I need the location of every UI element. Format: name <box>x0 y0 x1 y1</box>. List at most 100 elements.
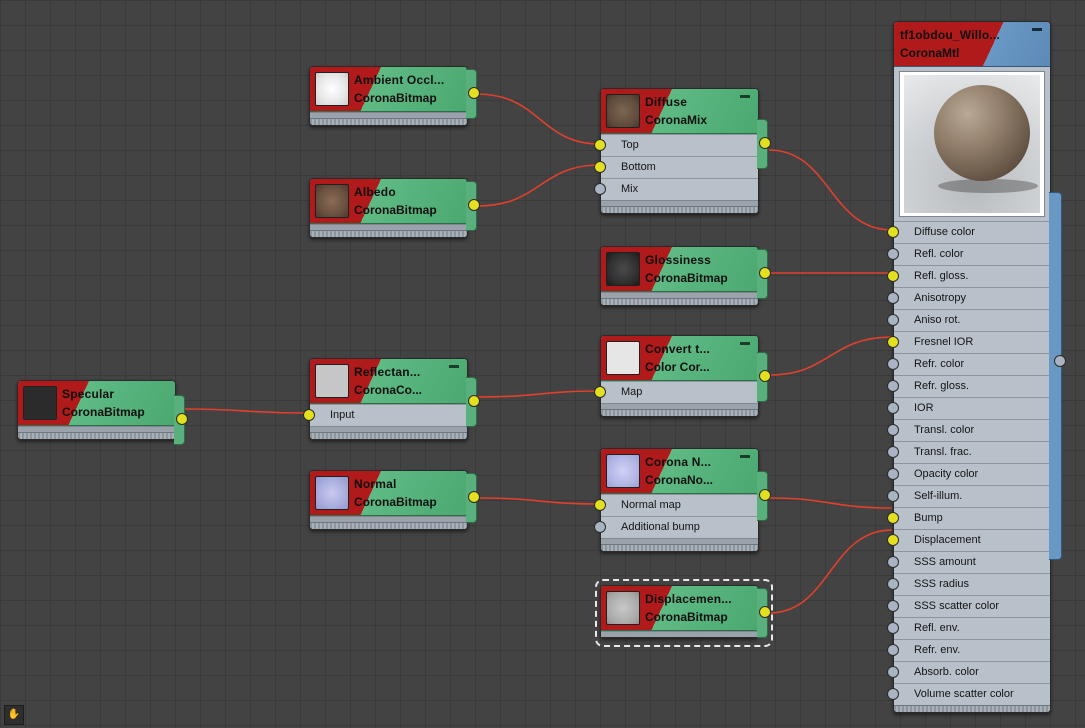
input-port[interactable] <box>887 380 899 392</box>
collapse-icon[interactable] <box>449 365 459 368</box>
input-port[interactable] <box>887 226 899 238</box>
node-specular[interactable]: Specular CoronaBitmap <box>17 380 188 445</box>
slot-input[interactable]: Input <box>303 404 467 426</box>
input-port[interactable] <box>887 512 899 524</box>
slot-sss-radius[interactable]: SSS radius <box>887 573 1050 595</box>
input-port[interactable] <box>887 270 899 282</box>
slot-refr-gloss[interactable]: Refr. gloss. <box>887 375 1050 397</box>
input-port[interactable] <box>887 622 899 634</box>
input-port[interactable] <box>887 688 899 700</box>
input-port[interactable] <box>594 499 606 511</box>
slot-ior[interactable]: IOR <box>887 397 1050 419</box>
wire-normal-to-normalmap <box>476 497 601 505</box>
output-port[interactable] <box>759 267 771 279</box>
collapse-icon[interactable] <box>740 95 750 98</box>
input-port[interactable] <box>887 556 899 568</box>
wire-reflectance-to-map <box>476 390 601 398</box>
slot-sss-amount[interactable]: SSS amount <box>887 551 1050 573</box>
slot-opacity-color[interactable]: Opacity color <box>887 463 1050 485</box>
slot-mix[interactable]: Mix <box>594 178 758 200</box>
output-port[interactable] <box>468 395 480 407</box>
node-title: Displacemen... <box>645 592 732 606</box>
node-diffuse-mix[interactable]: Diffuse CoronaMix Top Bottom Mix <box>594 88 771 214</box>
output-port[interactable] <box>176 413 188 425</box>
input-port[interactable] <box>594 161 606 173</box>
input-port[interactable] <box>887 468 899 480</box>
output-port[interactable] <box>759 137 771 149</box>
node-type: CoronaBitmap <box>62 405 145 419</box>
node-corona-normal[interactable]: Corona N... CoronaNo... Normal map Addit… <box>594 448 771 552</box>
slot-additional-bump[interactable]: Additional bump <box>594 516 758 538</box>
input-port[interactable] <box>303 409 315 421</box>
input-port[interactable] <box>594 139 606 151</box>
input-port[interactable] <box>887 292 899 304</box>
input-port[interactable] <box>594 183 606 195</box>
collapse-icon[interactable] <box>1032 28 1042 31</box>
slot-refr-color[interactable]: Refr. color <box>887 353 1050 375</box>
node-type: CoronaBitmap <box>354 495 437 509</box>
input-port[interactable] <box>887 446 899 458</box>
slot-anisotropy[interactable]: Anisotropy <box>887 287 1050 309</box>
node-title: Normal <box>354 477 397 491</box>
slot-displacement[interactable]: Displacement <box>887 529 1050 551</box>
hand-icon[interactable]: ✋ <box>4 705 24 725</box>
slot-refl-env[interactable]: Refl. env. <box>887 617 1050 639</box>
thumbnail <box>23 386 57 420</box>
node-displacement[interactable]: Displacemen... CoronaBitmap <box>600 585 771 638</box>
node-corona-material[interactable]: tf1obdou_Willo... CoronaMtl Diffuse colo… <box>887 21 1066 713</box>
node-glossiness[interactable]: Glossiness CoronaBitmap <box>600 246 771 306</box>
node-reflectance[interactable]: Reflectan... CoronaCo... Input <box>303 358 480 440</box>
input-port[interactable] <box>887 402 899 414</box>
input-port[interactable] <box>887 490 899 502</box>
slot-transl-frac[interactable]: Transl. frac. <box>887 441 1050 463</box>
slot-fresnel-ior[interactable]: Fresnel IOR <box>887 331 1050 353</box>
output-port[interactable] <box>759 489 771 501</box>
output-port[interactable] <box>759 370 771 382</box>
slot-absorb-color[interactable]: Absorb. color <box>887 661 1050 683</box>
input-port[interactable] <box>887 600 899 612</box>
output-port[interactable] <box>468 491 480 503</box>
input-port[interactable] <box>887 424 899 436</box>
slot-bump[interactable]: Bump <box>887 507 1050 529</box>
node-color-correct[interactable]: Convert t... Color Cor... Map <box>594 335 771 417</box>
input-port[interactable] <box>594 521 606 533</box>
thumbnail <box>315 476 349 510</box>
node-type: CoronaBitmap <box>354 91 437 105</box>
output-port[interactable] <box>468 199 480 211</box>
node-normal[interactable]: Normal CoronaBitmap <box>309 470 480 530</box>
input-port[interactable] <box>887 358 899 370</box>
slot-bottom[interactable]: Bottom <box>594 156 758 178</box>
input-port[interactable] <box>887 666 899 678</box>
slot-refr-env[interactable]: Refr. env. <box>887 639 1050 661</box>
node-title: Albedo <box>354 185 396 199</box>
input-port[interactable] <box>887 248 899 260</box>
material-slots: Diffuse color Refl. color Refl. gloss. A… <box>887 221 1050 705</box>
input-port[interactable] <box>594 386 606 398</box>
slot-self-illum[interactable]: Self-illum. <box>887 485 1050 507</box>
slot-volume-scatter-color[interactable]: Volume scatter color <box>887 683 1050 705</box>
slot-transl-color[interactable]: Transl. color <box>887 419 1050 441</box>
thumbnail <box>315 364 349 398</box>
collapse-icon[interactable] <box>740 455 750 458</box>
slot-map[interactable]: Map <box>594 381 758 403</box>
input-port[interactable] <box>887 336 899 348</box>
node-title: tf1obdou_Willo... <box>900 28 1000 42</box>
slot-refl-gloss[interactable]: Refl. gloss. <box>887 265 1050 287</box>
input-port[interactable] <box>887 534 899 546</box>
node-albedo[interactable]: Albedo CoronaBitmap <box>309 178 480 238</box>
slot-diffuse-color[interactable]: Diffuse color <box>887 221 1050 243</box>
slot-refl-color[interactable]: Refl. color <box>887 243 1050 265</box>
input-port[interactable] <box>887 644 899 656</box>
node-ambient-occlusion[interactable]: Ambient Occl... CoronaBitmap <box>309 66 480 126</box>
slot-normal-map[interactable]: Normal map <box>594 494 758 516</box>
input-port[interactable] <box>887 578 899 590</box>
output-port[interactable] <box>759 606 771 618</box>
collapse-icon[interactable] <box>740 342 750 345</box>
output-port[interactable] <box>1054 355 1066 367</box>
slot-sss-scatter-color[interactable]: SSS scatter color <box>887 595 1050 617</box>
slot-top[interactable]: Top <box>594 134 758 156</box>
slot-aniso-rot[interactable]: Aniso rot. <box>887 309 1050 331</box>
input-port[interactable] <box>887 314 899 326</box>
output-port[interactable] <box>468 87 480 99</box>
